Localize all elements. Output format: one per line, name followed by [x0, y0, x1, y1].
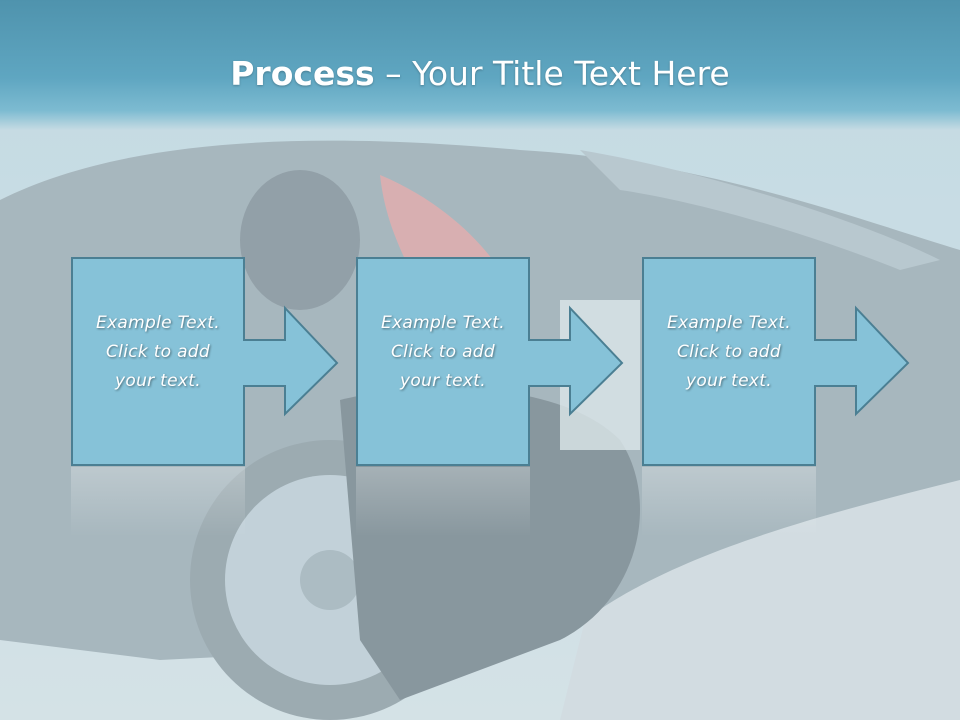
step-line-3: your text.: [115, 371, 201, 391]
step-line-2: Click to add: [391, 342, 495, 362]
step-line-2: Click to add: [677, 342, 781, 362]
step-text[interactable]: Example Text. Click to add your text.: [360, 309, 526, 396]
process-step-1[interactable]: Example Text. Click to add your text.: [71, 257, 361, 467]
title-bold: Process: [230, 54, 375, 93]
step-line-2: Click to add: [106, 342, 210, 362]
step-line-1: Example Text.: [667, 313, 791, 333]
step-box-arrow-shape: [71, 257, 339, 466]
title-bar: [0, 0, 960, 130]
process-step-2[interactable]: Example Text. Click to add your text.: [356, 257, 646, 467]
step-reflection: [71, 467, 245, 537]
slide-title[interactable]: Process – Your Title Text Here: [0, 52, 960, 96]
step-box-arrow-shape: [642, 257, 910, 466]
step-text[interactable]: Example Text. Click to add your text.: [75, 309, 241, 396]
step-text[interactable]: Example Text. Click to add your text.: [646, 309, 812, 396]
step-line-1: Example Text.: [381, 313, 505, 333]
step-reflection: [356, 467, 530, 537]
title-rest: – Your Title Text Here: [374, 54, 730, 93]
step-line-3: your text.: [400, 371, 486, 391]
step-line-1: Example Text.: [96, 313, 220, 333]
process-step-3[interactable]: Example Text. Click to add your text.: [642, 257, 932, 467]
step-line-3: your text.: [686, 371, 772, 391]
step-reflection: [642, 467, 816, 537]
step-box-arrow-shape: [356, 257, 624, 466]
